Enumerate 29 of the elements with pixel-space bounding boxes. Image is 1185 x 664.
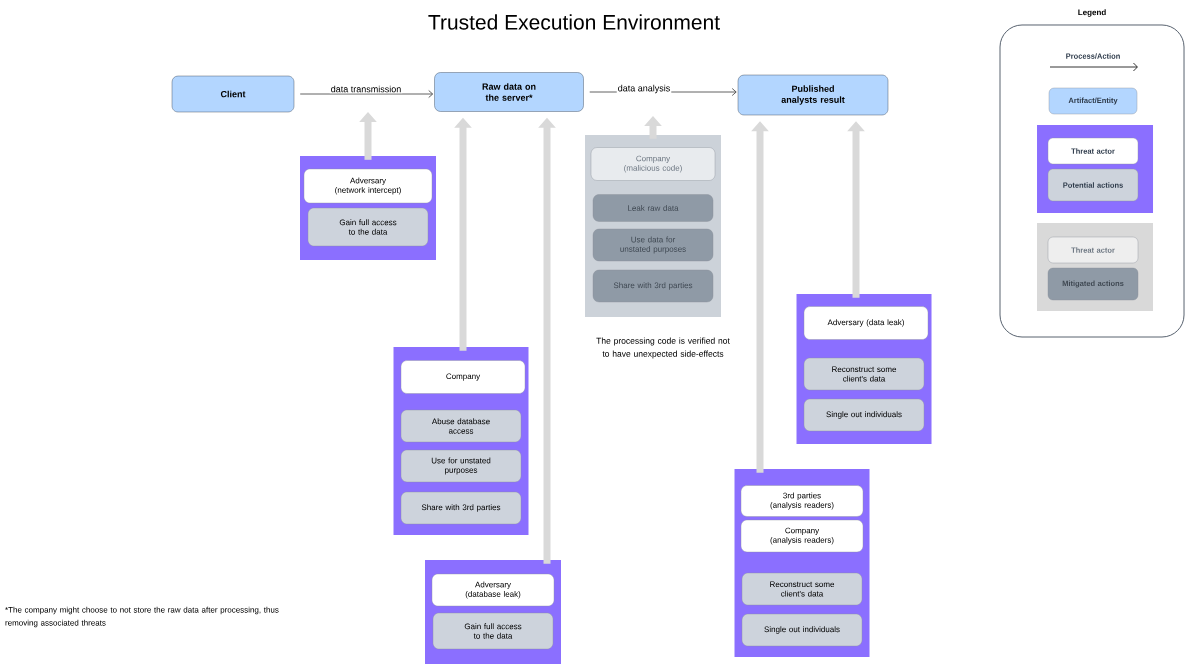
edge-label: data transmission	[329, 84, 403, 94]
action-box: Share with 3rd parties	[592, 269, 714, 303]
entity-box: Client	[171, 75, 295, 113]
threat-actor-box: Company (malicious code)	[590, 147, 716, 181]
threat-actor-box: Company	[400, 360, 526, 394]
action-box: Use for unstated purposes	[400, 449, 522, 483]
action-box: Leak raw data	[592, 194, 714, 222]
threat-actor-box: Adversary (network intercept)	[303, 168, 433, 204]
note-text: The processing code is verified not to have unexpected side-effects	[596, 337, 730, 359]
action-box: Reconstruct some client's data	[803, 357, 925, 391]
action-box: Use data for unstated purposes	[592, 228, 714, 262]
threat-actor-box: Company (analysis readers)	[740, 519, 864, 553]
entity-box: Raw data on the server*	[434, 72, 584, 112]
threat-actor-box: 3rd parties (analysis readers)	[740, 485, 864, 517]
legend-title: Legend	[1078, 9, 1106, 17]
edge-label: data analysis	[616, 83, 672, 95]
action-box: Single out individuals	[741, 613, 863, 647]
action-box: Single out individuals	[803, 398, 925, 432]
footnote-text: *The company might choose to not store the raw data after processing, thus removing associated threats	[5, 606, 279, 628]
action-box: Reconstruct some client's data	[741, 572, 863, 606]
threat-actor-box: Adversary (database leak)	[431, 573, 555, 607]
action-box: Abuse database access	[400, 409, 522, 443]
entity-box: Published analysts result	[737, 74, 889, 116]
threat-actor-box: Adversary (data leak)	[803, 306, 929, 340]
title: Trusted Execution Environment	[428, 14, 720, 30]
action-box: Share with 3rd parties	[400, 491, 522, 525]
action-box: Gain full access to the data	[307, 207, 429, 247]
arrow	[299, 90, 434, 98]
action-box: Gain full access to the data	[432, 612, 554, 650]
